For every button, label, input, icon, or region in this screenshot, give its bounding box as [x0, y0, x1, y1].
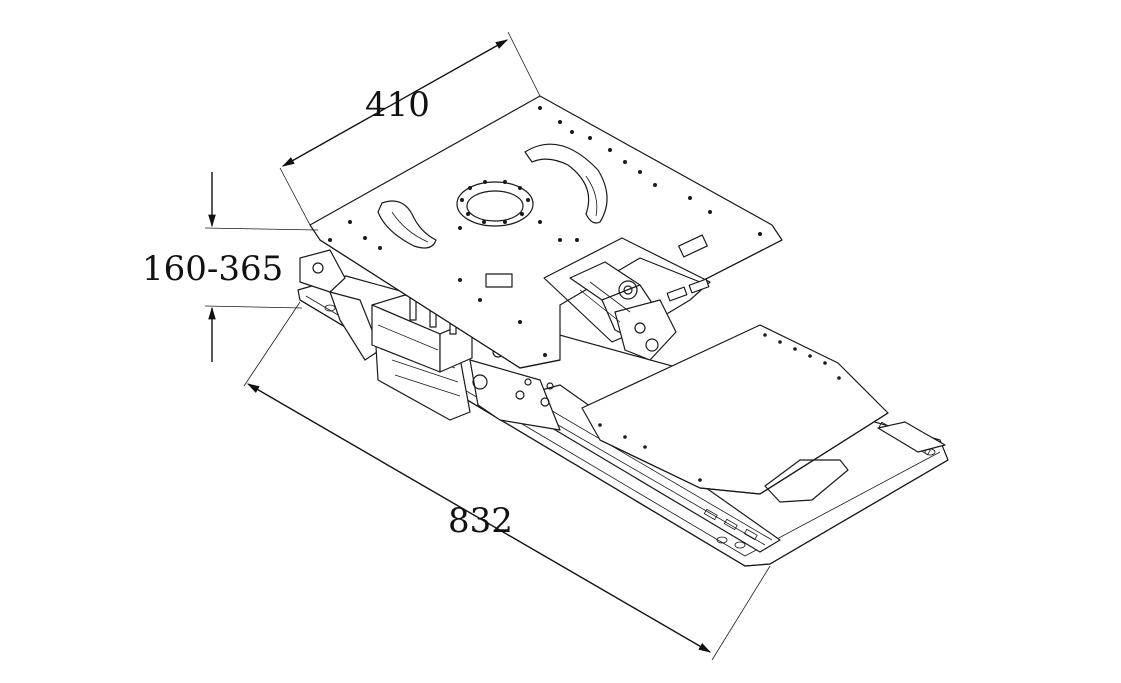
plate-holes: [328, 106, 762, 357]
arc-slot-right: [524, 143, 608, 224]
length-label: 832: [448, 501, 513, 541]
width-label: 410: [365, 85, 430, 125]
dimension-length: 832: [243, 301, 771, 661]
swivel-gearbox: [569, 261, 710, 361]
center-bore: [456, 180, 534, 227]
adjust-plate-label: [485, 273, 513, 288]
dimension-height: 160-365: [142, 172, 319, 362]
dimension-width: 410: [279, 31, 541, 226]
height-range-label: 160-365: [142, 249, 283, 289]
arc-slot-left: [377, 200, 437, 249]
